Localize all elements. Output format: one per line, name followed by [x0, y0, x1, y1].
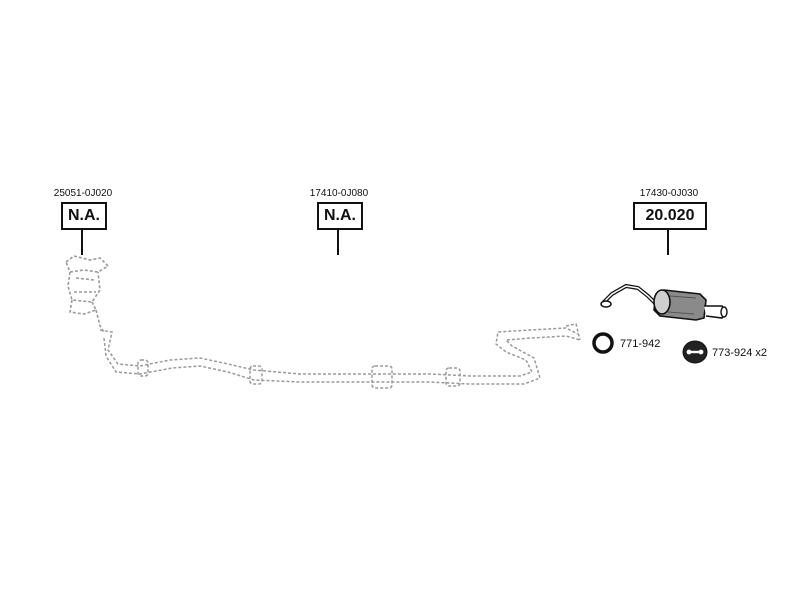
part-number-catalytic-converter: 25051-0J020: [53, 188, 113, 199]
part-number-rear-muffler: 17430-0J030: [639, 188, 699, 199]
status-box-rear-muffler[interactable]: 20.020: [633, 202, 707, 230]
accessory-label-ring: 771-942: [620, 338, 661, 350]
leader-line-rear-muffler: [667, 229, 669, 255]
rubber-hanger-icon[interactable]: [682, 340, 708, 364]
status-box-catalytic-converter[interactable]: N.A.: [61, 202, 107, 230]
rear-muffler-icon[interactable]: [600, 283, 728, 321]
accessory-label-hanger: 773-924 x2: [712, 347, 768, 359]
status-box-center-pipe[interactable]: N.A.: [317, 202, 363, 230]
ring-gasket-icon[interactable]: [592, 332, 614, 354]
center-pipe-icon[interactable]: [99, 323, 581, 389]
leader-line-center-pipe: [337, 229, 339, 255]
catalytic-converter-icon[interactable]: [65, 255, 110, 333]
leader-line-catalytic-converter: [81, 229, 83, 255]
part-number-center-pipe: 17410-0J080: [309, 188, 369, 199]
